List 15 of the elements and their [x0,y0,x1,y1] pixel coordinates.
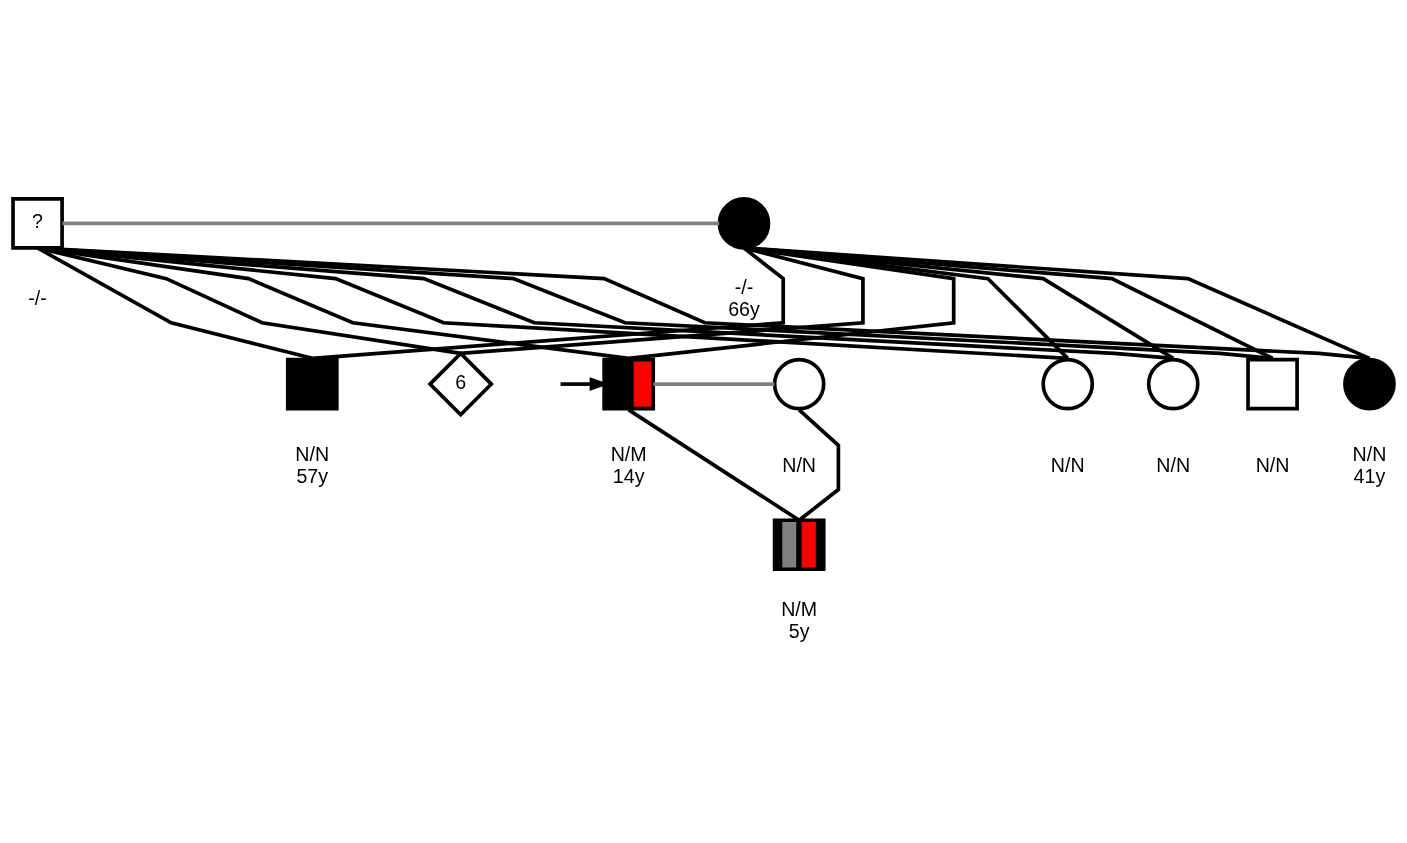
node-label: 66y [728,298,760,321]
node-label: 5y [788,619,810,642]
node-label: N/M [781,597,818,620]
node-label: N/N [1156,454,1191,477]
node-label: N/N [1352,443,1387,466]
node-label: N/N [1255,454,1290,477]
node-label: -/- [28,287,47,310]
node-label: 41y [1353,465,1386,488]
node-label: -/- [734,276,754,299]
node-label: N/M [610,443,647,466]
node-label: 14y [612,465,645,488]
node-label: N/N [295,443,330,466]
node-label: N/N [1050,454,1085,477]
node-label: N/N [782,454,817,477]
node-label: 57y [296,465,329,488]
